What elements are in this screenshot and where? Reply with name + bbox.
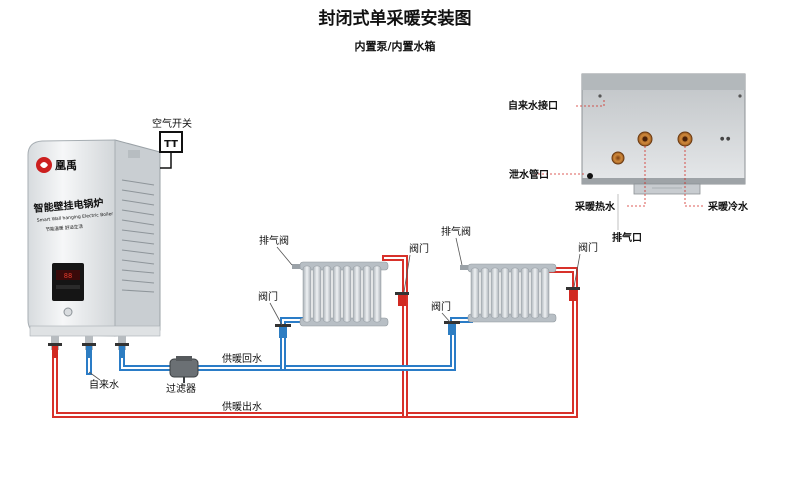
page-title: 封闭式单采暖安装图 (319, 8, 472, 29)
vent-valve-2-label: 排气阀 (441, 225, 471, 238)
tap-water-valve (86, 344, 92, 358)
radiator-1-supply-valve (398, 292, 406, 306)
tank-leader-lines (534, 100, 704, 207)
boiler-knob (63, 307, 73, 317)
tank-inlet-label: 自来水接口 (508, 99, 558, 112)
radiator-2-valves (444, 287, 580, 335)
tap-inlet-icon (611, 151, 625, 165)
return-water-label: 供暖回水 (222, 352, 262, 365)
vent-port-label: 排气口 (612, 231, 642, 244)
air-switch: TT (159, 131, 183, 169)
heating-hot-label: 采暖热水 (574, 200, 616, 213)
tap-water-label: 自来水 (89, 378, 119, 391)
radiator-2-return-valve (448, 322, 456, 335)
vent-valve-2-icon (460, 265, 468, 270)
brand-name: 凰禹 (55, 158, 77, 172)
valve-4-label: 阀门 (578, 241, 598, 254)
boiler-slogan: 节能温暖 舒适生活 (45, 223, 83, 233)
supply-pipe (52, 255, 578, 418)
radiator-1-return-valve (279, 325, 287, 338)
side-knob (128, 150, 140, 158)
air-switch-symbol: TT (164, 139, 178, 150)
valve-2-label: 阀门 (409, 242, 429, 255)
valve-1-label: 阀门 (258, 290, 278, 303)
vent-valve-1-icon (292, 264, 300, 269)
return-pipe (86, 317, 473, 375)
supply-valve-boiler (52, 344, 58, 358)
drain-port-label: 泄水管口 (509, 168, 549, 181)
heating-cold-label: 采暖冷水 (707, 200, 749, 213)
drain-port-icon (587, 173, 593, 179)
radiator-2-supply-valve (569, 287, 577, 301)
radiator-2 (460, 263, 557, 323)
supply-water-label: 供暖出水 (222, 400, 262, 413)
filter (169, 356, 199, 383)
boiler-fittings (48, 336, 129, 358)
electric-boiler: 凰禹 智能壁挂电锅炉 Smart Wall hanging Electric B… (27, 139, 161, 337)
water-tank: ● ● (581, 73, 746, 230)
side-vents (121, 179, 155, 293)
display-digits: 88 (64, 272, 72, 280)
filter-label: 过滤器 (166, 382, 196, 395)
page-subtitle: 内置泵/内置水箱 (354, 39, 435, 53)
radiator-1 (292, 261, 389, 327)
boiler-display (52, 263, 84, 301)
radiator-1-valves (275, 292, 409, 338)
valve-3-label: 阀门 (431, 300, 451, 313)
return-valve-boiler (119, 344, 125, 358)
air-switch-label: 空气开关 (152, 117, 192, 130)
vent-valve-1-label: 排气阀 (259, 234, 289, 247)
svg-text:● ●: ● ● (720, 136, 731, 142)
